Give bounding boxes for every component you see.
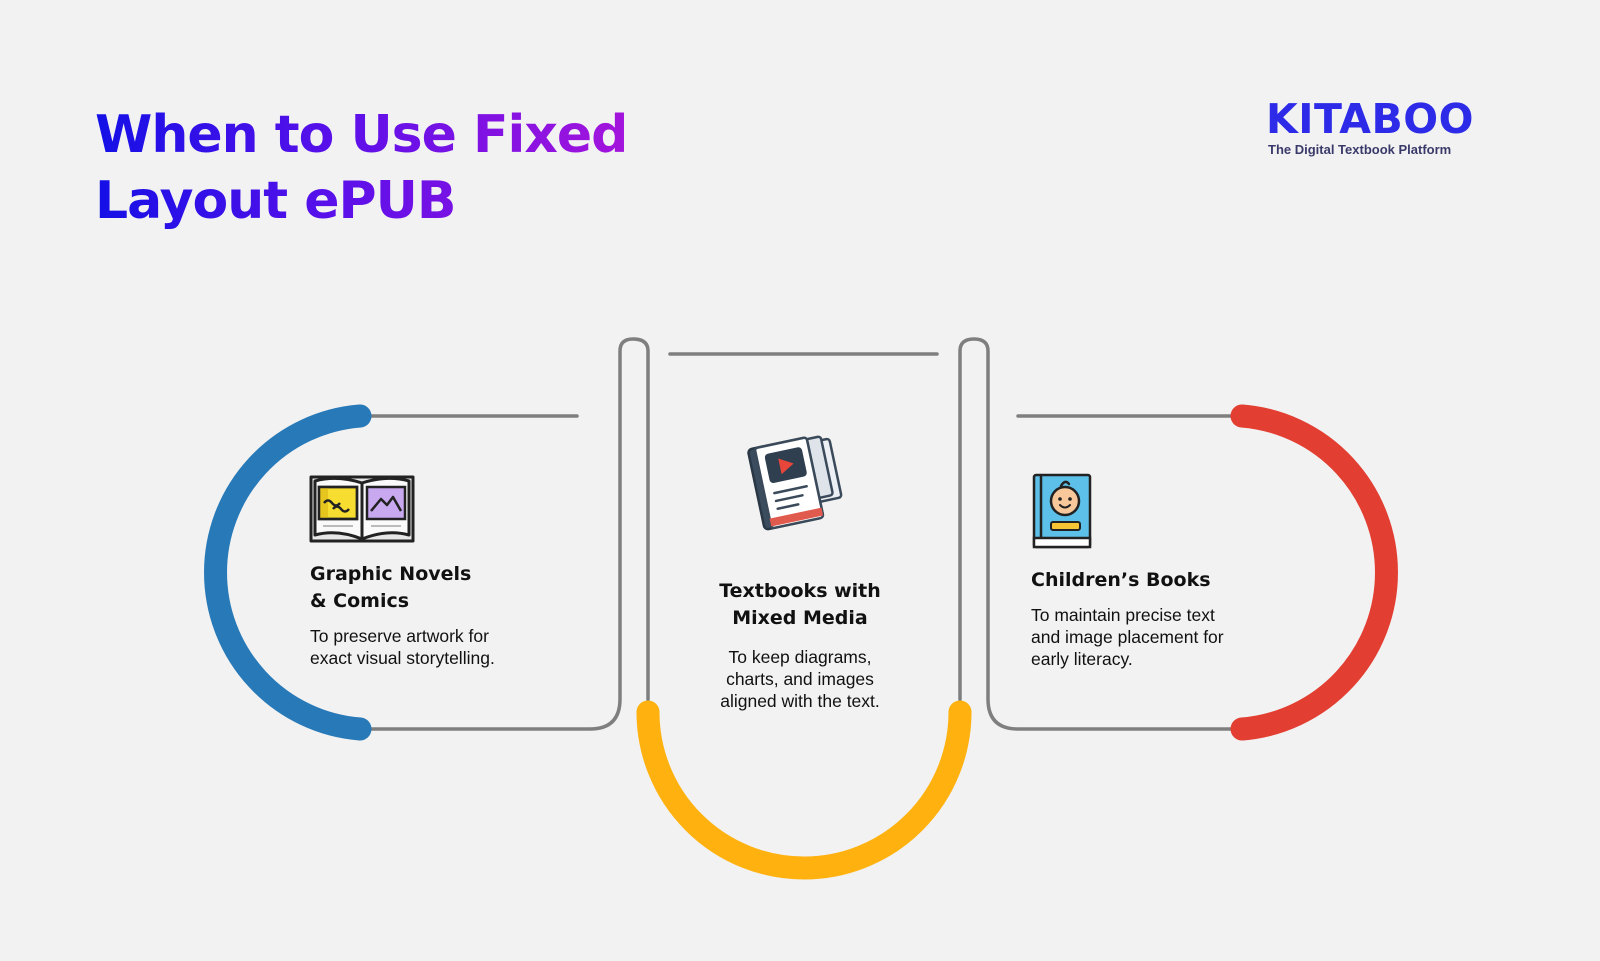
- left-connector-frame: [358, 337, 650, 731]
- childrens-book-icon: [1032, 473, 1092, 549]
- card-title: Children’s Books: [1031, 569, 1211, 591]
- center-arc: [636, 700, 972, 880]
- open-comic-book-icon: [309, 475, 415, 543]
- multimedia-book-icon: [747, 435, 843, 531]
- kitaboo-logo: KITABOO The Digital Textbook Platform: [1266, 96, 1486, 158]
- brand-name: KITABOO: [1266, 95, 1474, 143]
- card-title: Graphic Novels & Comics: [310, 563, 472, 612]
- brand-tagline: The Digital Textbook Platform: [1268, 142, 1452, 157]
- right-connector-frame: [958, 337, 1244, 731]
- right-arc: [1230, 404, 1398, 741]
- card-graphic-novels: Graphic Novels & Comics To preserve artw…: [310, 561, 570, 669]
- card-title: Textbooks with Mixed Media: [719, 580, 881, 629]
- card-description: To maintain precise text and image place…: [1031, 605, 1224, 669]
- card-childrens-books: Children’s Books To maintain precise tex…: [1031, 567, 1281, 670]
- left-arc: [204, 404, 372, 741]
- card-description: To preserve artwork for exact visual sto…: [310, 626, 495, 668]
- card-textbooks-mixed-media: Textbooks with Mixed Media To keep diagr…: [680, 578, 920, 712]
- card-description: To keep diagrams, charts, and images ali…: [720, 647, 880, 711]
